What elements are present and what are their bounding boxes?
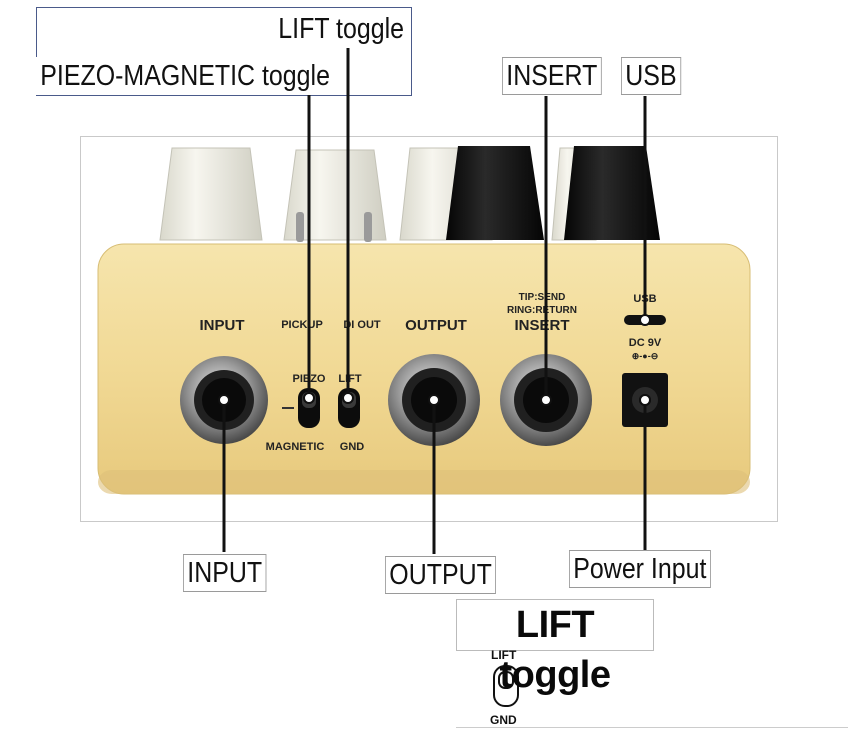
lift-toggle-detail-icon xyxy=(493,665,519,707)
panel-label-dc: DC 9V xyxy=(629,337,662,349)
knob-1 xyxy=(159,147,263,241)
callout-piezo-magnetic-toggle: PIEZO-MAGNETIC toggle xyxy=(36,57,335,95)
callout-lift-toggle: LIFT toggle xyxy=(274,10,409,48)
knob-row xyxy=(159,146,660,242)
lift-detail-top-label: LIFT xyxy=(491,648,517,662)
panel-label-output: OUTPUT xyxy=(405,317,467,334)
panel-label-insert: INSERT xyxy=(514,317,569,334)
callout-insert: INSERT xyxy=(502,57,602,95)
detail-rule xyxy=(456,727,848,728)
toggle-lever-2 xyxy=(364,212,372,242)
panel-label-magnetic: MAGNETIC xyxy=(266,441,325,453)
panel-label-lift: LIFT xyxy=(338,373,361,385)
panel-label-tip-send: TIP:SEND xyxy=(519,292,566,303)
lift-toggle-title: LIFT toggle xyxy=(456,599,654,696)
panel-label-polarity: ⊕-●-⊖ xyxy=(632,351,659,361)
panel-label-input: INPUT xyxy=(200,317,245,334)
panel-label-di-out: DI OUT xyxy=(343,319,381,331)
knob-6 xyxy=(564,146,660,240)
device-frame xyxy=(80,136,778,522)
callout-usb: USB xyxy=(621,57,681,95)
toggle-lever-1 xyxy=(296,212,304,242)
panel-label-ring-return: RING:RETURN xyxy=(507,305,577,316)
lift-detail-bottom-label: GND xyxy=(490,713,517,727)
leader-dots xyxy=(218,314,651,406)
panel-label-pickup: PICKUP xyxy=(281,319,323,331)
callout-input: INPUT xyxy=(183,554,267,592)
leader-lines xyxy=(222,48,647,554)
panel-label-gnd: GND xyxy=(340,441,365,453)
callout-power-input: Power Input xyxy=(569,550,711,588)
knob-4 xyxy=(446,146,544,240)
callout-output: OUTPUT xyxy=(385,556,497,594)
